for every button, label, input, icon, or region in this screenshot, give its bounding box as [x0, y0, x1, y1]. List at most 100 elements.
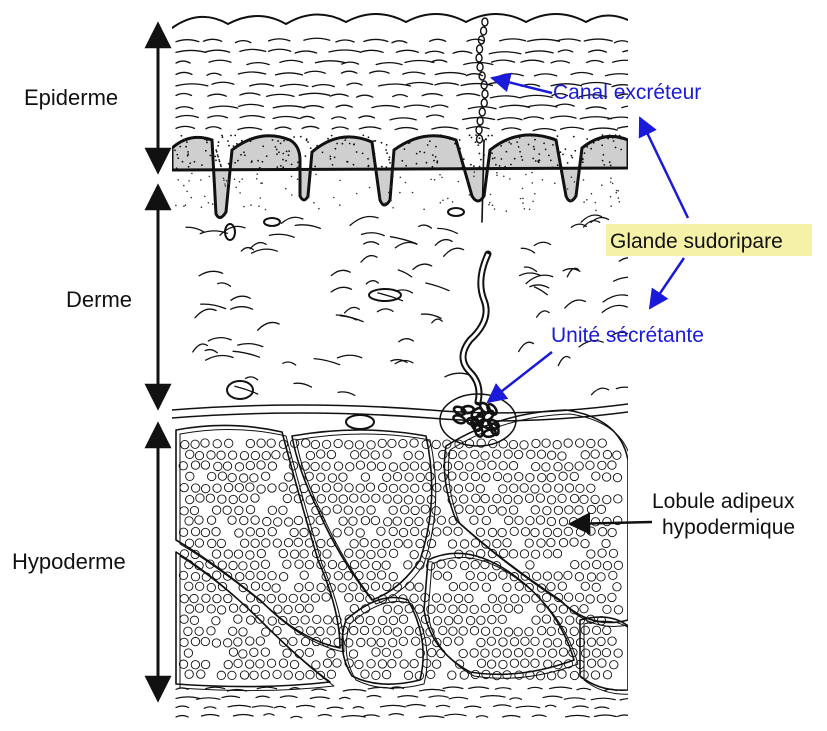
fat-cell: [503, 495, 511, 503]
fat-cell: [477, 616, 485, 624]
duct-segment: [481, 99, 487, 107]
dermis-fiber: [519, 342, 534, 351]
fat-cell: [565, 506, 573, 514]
dermis-fiber: [530, 285, 549, 288]
dermis-fiber: [422, 314, 442, 318]
dermis-fiber: [413, 264, 432, 269]
corneum-stroke: [370, 71, 389, 73]
fat-cell: [322, 507, 330, 515]
fat-cell: [591, 495, 599, 503]
basal-dot: [367, 165, 369, 167]
dermis-fiber: [364, 242, 379, 245]
fat-cell: [443, 594, 451, 602]
basal-dot: [615, 147, 617, 149]
basal-dot: [288, 150, 290, 152]
papillary-dot: [239, 181, 241, 183]
fat-cell: [499, 638, 507, 646]
skin-section-illustration: [172, 14, 650, 718]
fat-cell: [214, 462, 222, 470]
duct-line: [482, 140, 484, 222]
dermis-fiber: [616, 387, 635, 390]
basal-dot: [234, 135, 236, 137]
fat-cell: [427, 670, 435, 678]
fat-cell: [587, 527, 595, 535]
corneum-stroke: [209, 60, 231, 62]
papillary-dot: [356, 193, 358, 195]
fat-cell: [290, 550, 298, 558]
basal-dot: [286, 151, 288, 153]
fat-cell: [339, 495, 347, 503]
basal-dot: [416, 153, 418, 155]
adipose-pointer-arrow: [570, 522, 652, 524]
papillary-dot: [256, 178, 258, 180]
fat-cell: [536, 672, 544, 680]
papillary-dot: [388, 192, 390, 194]
basal-dot: [240, 154, 242, 156]
corneum-stroke: [403, 72, 425, 74]
papillary-dot: [570, 200, 572, 202]
fat-cell: [180, 615, 188, 623]
basal-dot: [424, 152, 426, 154]
fat-cell: [208, 539, 216, 547]
corneum-stroke: [176, 107, 193, 109]
fat-cell: [542, 439, 550, 447]
fat-cell: [459, 627, 467, 635]
fat-cell: [498, 615, 506, 623]
basal-dot: [262, 145, 264, 147]
fat-cell: [564, 571, 572, 579]
basal-dot: [282, 153, 284, 155]
papillary-dot: [576, 181, 578, 183]
fat-cell: [415, 672, 423, 680]
fat-cell: [554, 506, 562, 514]
fat-cell: [400, 660, 408, 668]
fat-cell: [432, 660, 440, 668]
bottom-fiber: [291, 716, 302, 718]
basal-dot: [262, 161, 264, 163]
fat-cell: [191, 440, 199, 448]
basal-dot: [345, 137, 347, 139]
fat-cell: [334, 439, 342, 447]
papillary-dot: [308, 197, 310, 199]
dermal-vessel: [448, 208, 464, 216]
fat-cell: [361, 450, 369, 458]
basal-dot: [187, 155, 189, 157]
fat-cell: [186, 450, 194, 458]
fat-cell: [228, 627, 236, 635]
fat-cell: [393, 650, 401, 658]
fat-cell: [372, 494, 380, 502]
basal-dot: [436, 162, 438, 164]
fat-cell: [389, 484, 397, 492]
basal-dot: [386, 144, 388, 146]
fat-cell: [592, 649, 600, 657]
basal-dot: [510, 164, 512, 166]
fat-cell: [322, 593, 330, 601]
fat-cell: [510, 484, 518, 492]
fat-cell: [207, 472, 215, 480]
dermis-fiber: [205, 350, 217, 353]
papillary-dot: [391, 172, 393, 174]
fat-cell: [195, 582, 203, 590]
dermis-fiber: [445, 373, 471, 377]
corneum-stroke: [502, 128, 521, 130]
fat-cell: [268, 484, 276, 492]
fat-cell: [465, 439, 473, 447]
basal-dot: [277, 140, 279, 142]
basal-dot: [298, 166, 300, 168]
fat-cell: [421, 505, 429, 513]
fat-cell: [603, 450, 611, 458]
papillary-dot: [439, 174, 441, 176]
duct-segment: [482, 90, 488, 98]
dermis-fiber: [521, 248, 534, 253]
basal-dot: [305, 155, 307, 157]
fat-cell: [250, 648, 258, 656]
fat-cell: [477, 659, 485, 667]
basal-dot: [373, 140, 375, 142]
fat-cell: [466, 571, 474, 579]
fat-cell: [213, 594, 221, 602]
basal-dot: [236, 143, 238, 145]
fat-cell: [454, 461, 462, 469]
fat-cell: [329, 494, 337, 502]
bottom-fiber: [176, 688, 188, 690]
basal-dot: [293, 136, 295, 138]
corneum-stroke: [304, 38, 330, 40]
